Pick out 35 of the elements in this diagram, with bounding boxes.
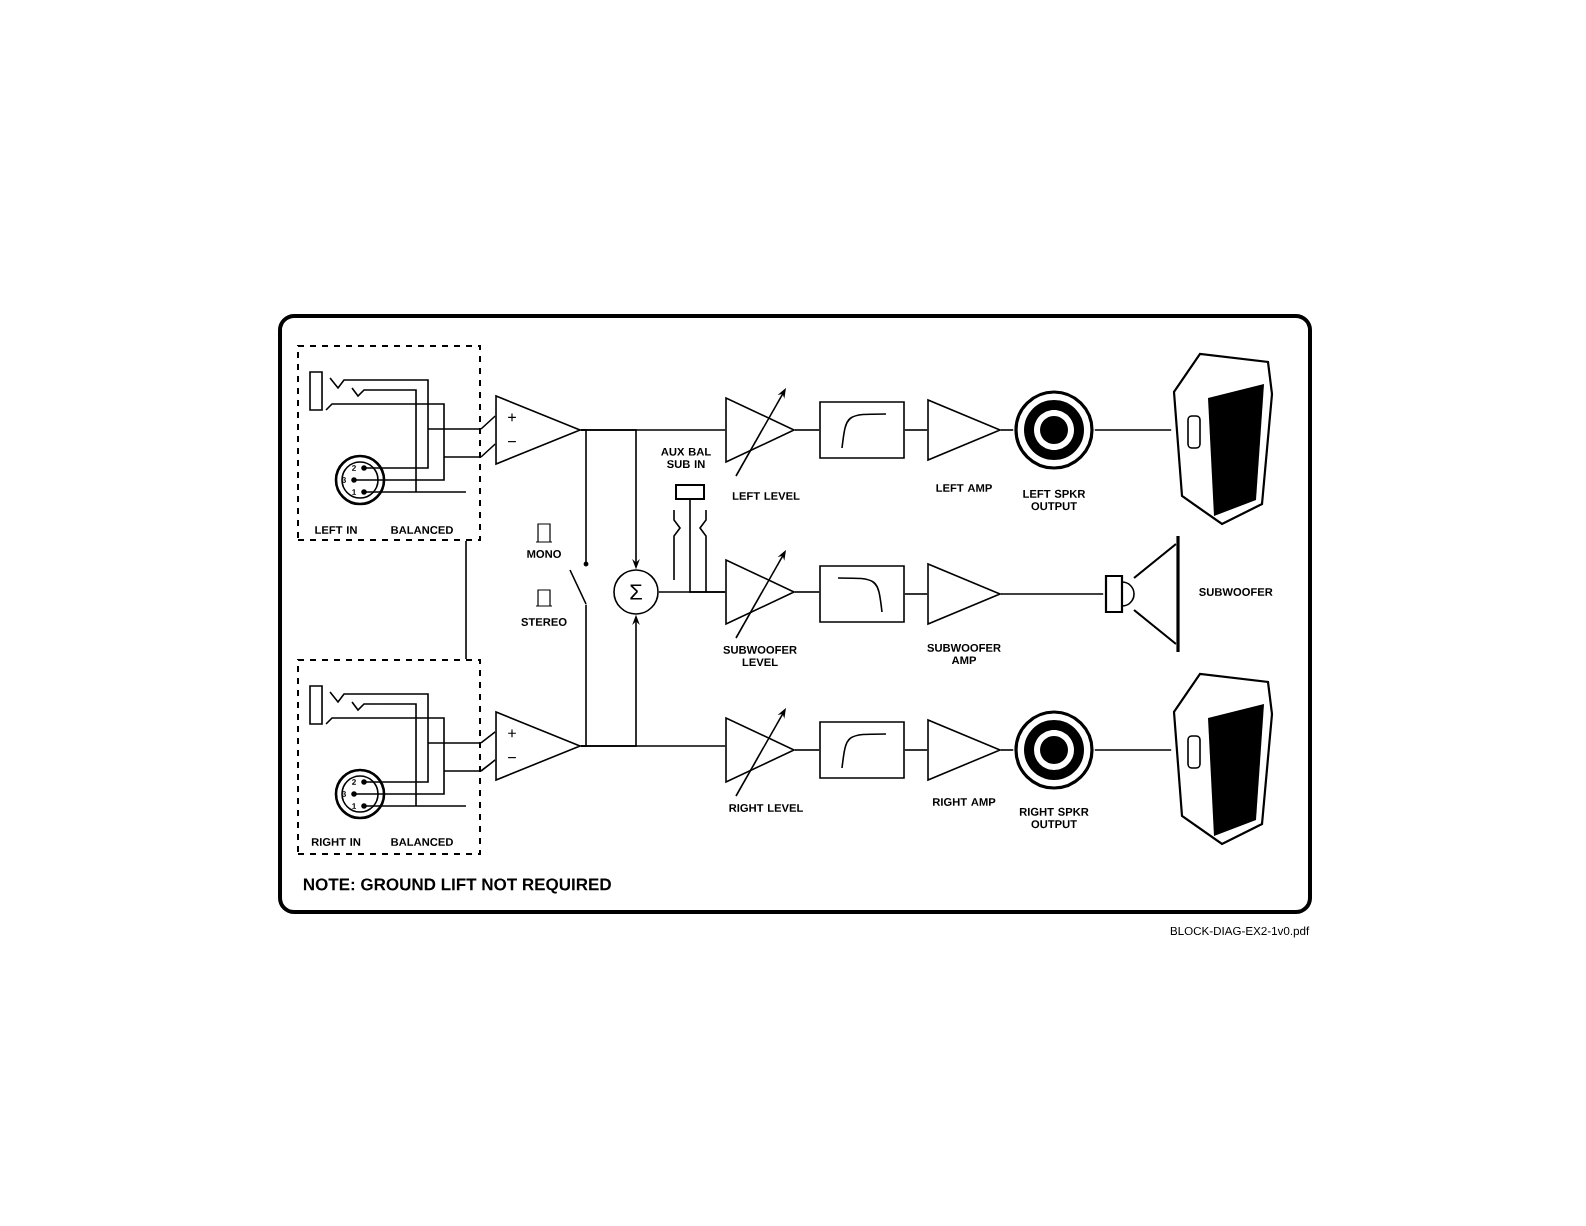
speaker-cabinet: [1172, 352, 1274, 526]
mono-stereo-switch: [521, 523, 589, 626]
signal-line: [465, 540, 467, 660]
low-pass-filter: [819, 565, 905, 623]
signal-line: [580, 745, 726, 747]
signal-line: [580, 604, 587, 747]
note-text: NOTE: GROUND LIFT NOT REQUIRED: [303, 878, 611, 894]
high-pass-filter: [819, 401, 905, 459]
signal-line: [1094, 429, 1172, 431]
signal-line: [689, 499, 726, 593]
aux-input-jack: [661, 447, 711, 593]
summing-junction: [613, 569, 659, 615]
signal-line: [1094, 749, 1172, 751]
signal-line: [1000, 429, 1014, 431]
signal-line: [794, 749, 820, 751]
signal-line: [480, 415, 496, 458]
signal-line: [904, 749, 928, 751]
signal-line: [794, 591, 820, 593]
speaker-cabinet: [1172, 672, 1274, 846]
signal-line: [794, 429, 820, 431]
input-sign: −: [508, 441, 516, 443]
input-sign: −: [508, 757, 516, 759]
speaker-output-connector: [1014, 710, 1094, 829]
signal-line: [904, 593, 928, 595]
signal-line: [580, 429, 587, 564]
signal-line: [904, 429, 928, 431]
speaker-output-connector: [1014, 390, 1094, 511]
signal-line: [1000, 749, 1014, 751]
input-sign: +: [508, 729, 516, 738]
signal-line: [1000, 593, 1104, 595]
high-pass-filter: [819, 721, 905, 779]
sum-symbol: Σ: [630, 584, 642, 600]
subwoofer-driver: [1104, 536, 1273, 652]
input-sign: +: [508, 413, 516, 422]
signal-line: [480, 731, 496, 772]
